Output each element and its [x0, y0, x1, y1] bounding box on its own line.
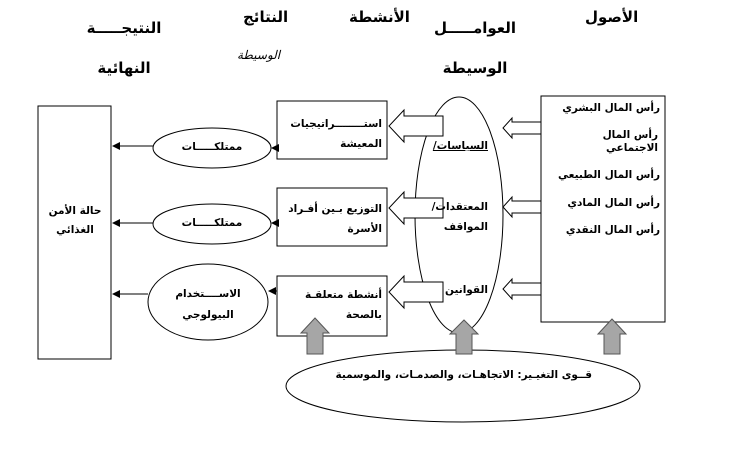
mediating-beliefs: المعتقدات/ المواقف [431, 201, 488, 233]
outcome-assets-2: ممتلكـــــات [181, 217, 243, 229]
header-activities: الأنشطة [349, 8, 410, 26]
activity-health-activities: أنشطة متعلقـة بالصحة [305, 289, 382, 321]
header-outcomes-sub: الوسيطة [237, 48, 281, 62]
block-arrow-activity-1 [388, 108, 444, 144]
final-food-security: حالة الأمن الغذائي [48, 205, 102, 236]
activity-box-3 [276, 275, 388, 337]
block-arrow-activity-2 [388, 190, 444, 226]
asset-natural: رأس المال الطبيعي [558, 169, 660, 182]
block-arrow-activity-3 [388, 274, 444, 310]
change-forces-ellipse [285, 349, 641, 423]
outcome-ellipse-3 [147, 263, 269, 341]
activity-box-2 [276, 187, 388, 247]
block-arrow-assets-2 [502, 195, 542, 219]
header-mediating-factors: العوامـــــل الوسيطة [433, 19, 517, 77]
assets-box [540, 95, 666, 323]
gray-up-arrow-1 [299, 317, 331, 355]
activity-livelihood-strategies: استــــــــراتيجيات المعيشة [290, 118, 382, 150]
activity-intrahousehold-distribution: التوزيع بـين أفـراد الأسرة [288, 203, 382, 235]
outcome-biological-use: الاســــتخدام البيولوجي [175, 288, 241, 321]
activity-box-1 [276, 100, 388, 160]
asset-physical: رأس المال المادي [567, 196, 660, 209]
food-security-box [37, 105, 112, 360]
assets-list: رأس المال البشري رأس المال الاجتماعي رأس… [548, 102, 660, 237]
gray-up-arrow-2 [448, 319, 480, 355]
asset-social: رأس المال الاجتماعي [602, 129, 658, 155]
change-forces-label: قــوى التغيـير: الاتجاهـات، والصدمـات، و… [335, 369, 592, 381]
outcome-assets-1: ممتلكـــــات [181, 141, 243, 153]
gray-up-arrow-3 [596, 318, 628, 355]
block-arrow-assets-3 [502, 277, 542, 301]
header-final-result: النتيجـــــة النهائية [86, 19, 162, 77]
asset-human: رأس المال البشري [562, 102, 660, 114]
header-origins: الأصول [585, 8, 639, 26]
mediating-policies: السياسات/ [432, 140, 488, 152]
block-arrow-assets-1 [502, 116, 542, 140]
mediating-laws: القوانين [445, 284, 488, 296]
header-outcomes: النتائج [243, 8, 289, 26]
asset-financial: رأس المال النقدي [565, 223, 660, 236]
